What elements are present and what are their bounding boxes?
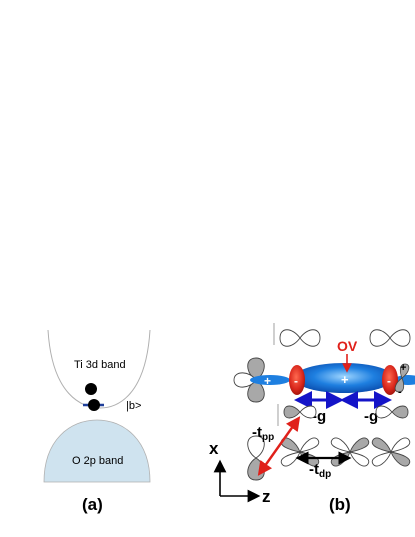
orbital-p-top-2 [369, 329, 411, 347]
sign-minus-right-d: - [398, 386, 402, 398]
sign-plus-left: + [264, 374, 271, 388]
sign-minus-right-red: - [387, 374, 391, 388]
electron-upper [85, 383, 97, 395]
axis-x-label: x [209, 439, 219, 458]
hopping-tpp-label: -tpp [252, 424, 274, 443]
orbital-d-row4-4 [371, 437, 411, 467]
valence-band [43, 419, 151, 483]
orbital-p-top-1 [279, 329, 321, 347]
conduction-band [47, 329, 151, 409]
orbital-d-right [394, 363, 410, 393]
hopping-g-label-right: -g [364, 408, 378, 425]
panel-a-label: (a) [82, 495, 103, 514]
vacancy-cloud [294, 363, 394, 393]
orbital-p-row3-1 [283, 405, 317, 419]
sign-minus-left-red: - [294, 374, 298, 388]
orbital-p-row3-2 [375, 405, 409, 419]
orbital-red-left [289, 365, 305, 395]
conduction-band-label: Ti 3d band [74, 359, 126, 371]
panel-b-label: (b) [329, 495, 351, 514]
sign-plus-center: + [341, 372, 349, 387]
orbital-red-right [382, 365, 398, 395]
hopping-tdp-label: -tdp [309, 461, 331, 480]
orbital-d-row4-3 [330, 437, 370, 467]
hopping-tpp-subscript: pp [262, 432, 274, 443]
bound-state-label: |b> [126, 400, 141, 412]
vacancy-label: OV [337, 338, 358, 354]
panel-b: + - + - + - OV -g -g [209, 323, 415, 514]
valence-band-label: O 2p band [72, 455, 123, 467]
sign-plus-right-d: + [400, 362, 406, 374]
hopping-tpp-arrow [257, 416, 301, 476]
hopping-tdp-subscript: dp [319, 469, 331, 480]
panel-a: Ti 3d band |b> O 2p band (a) [43, 329, 151, 514]
axis-z-label: z [262, 487, 271, 506]
vacancy-cloud-left-tail [250, 375, 290, 385]
orbital-d-left [233, 357, 265, 403]
electron-lower [88, 399, 100, 411]
